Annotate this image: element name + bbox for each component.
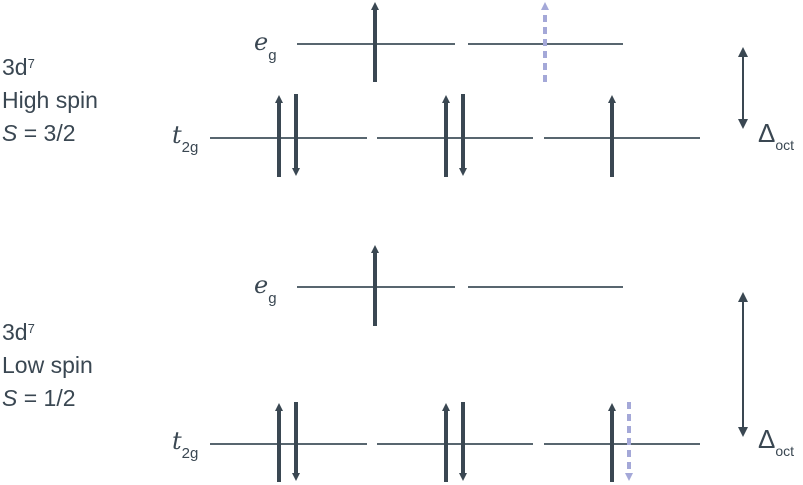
high-spin-config-sup: 7 [28,56,35,71]
high-spin-eg-label: eg [254,28,277,64]
low-spin-config-sup: 7 [28,321,35,336]
high-spin-type: High spin [2,87,98,113]
high-spin-panel: 3d7 High spin S = 3/2 eg t2g Δoct [2,2,794,177]
low-spin-panel: 3d7 Low spin S = 1/2 eg t2g Δoct [2,245,794,482]
low-spin-eg-label: eg [254,271,277,307]
low-spin-s: S = 1/2 [2,385,76,411]
high-spin-s: S = 3/2 [2,120,76,146]
low-spin-config: 3d7 [2,319,35,345]
low-spin-type: Low spin [2,352,93,378]
low-spin-t2g-label: t2g [172,427,198,462]
high-spin-t2g-label: t2g [172,121,198,156]
high-spin-config: 3d7 [2,54,35,80]
high-spin-delta-label: Δoct [758,118,794,153]
low-spin-delta-label: Δoct [758,424,794,459]
